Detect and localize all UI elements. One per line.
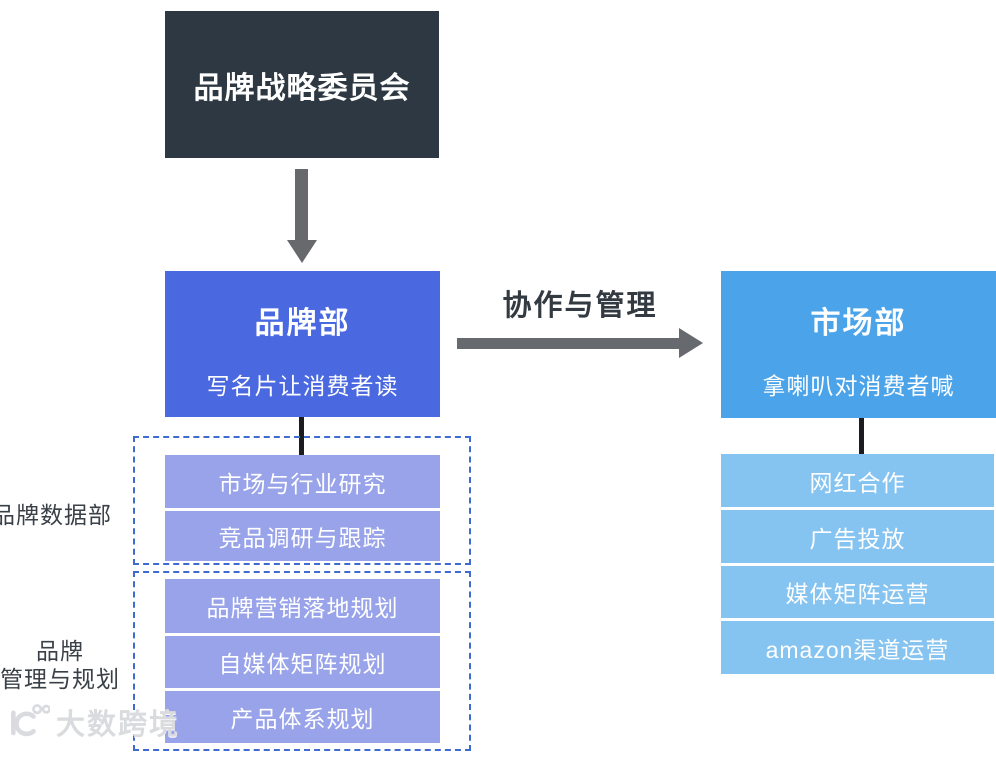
collab-arrow-label: 协作与管理 bbox=[502, 290, 658, 322]
brand-item-label: 市场与行业研究 bbox=[218, 470, 387, 497]
brand-item: 产品体系规划 bbox=[165, 691, 440, 743]
brand-mgmt-label-line2: 管理与规划 bbox=[0, 666, 120, 692]
brand-mgmt-group-outline bbox=[133, 571, 471, 751]
market-item: 广告投放 bbox=[721, 510, 994, 563]
brand-item-label: 产品体系规划 bbox=[230, 706, 375, 732]
watermark: 大数跨境 bbox=[6, 700, 180, 744]
committee-node: 品牌战略委员会 bbox=[165, 11, 439, 158]
brand-item-label: 品牌营销落地规划 bbox=[206, 595, 399, 621]
brand-item: 自媒体矩阵规划 bbox=[165, 636, 440, 688]
brand-data-group-outline bbox=[133, 436, 471, 565]
right-arrow-icon bbox=[679, 328, 703, 358]
brand-item: 市场与行业研究 bbox=[165, 455, 440, 508]
watermark-text: 大数跨境 bbox=[56, 709, 181, 741]
market-dept-subtitle: 拿喇叭对消费者喊 bbox=[762, 373, 955, 399]
down-arrow-icon bbox=[287, 240, 317, 263]
market-item-label: 网红合作 bbox=[809, 469, 906, 496]
market-dept-title: 市场部 bbox=[810, 307, 907, 340]
brand-item: 竞品调研与跟踪 bbox=[165, 511, 440, 561]
dashukuajing-logo-icon bbox=[11, 704, 50, 737]
market-item: 媒体矩阵运营 bbox=[721, 566, 994, 618]
market-connector-line bbox=[859, 418, 864, 455]
brand-data-group-label: 品牌数据部 bbox=[0, 502, 112, 528]
market-dept-node: 市场部 拿喇叭对消费者喊 bbox=[721, 271, 996, 418]
market-item-label: amazon渠道运营 bbox=[765, 636, 950, 663]
brand-dept-subtitle: 写名片让消费者读 bbox=[206, 372, 399, 399]
brand-mgmt-label-line1: 品牌 bbox=[36, 638, 84, 664]
down-arrow-shaft bbox=[295, 169, 308, 240]
market-item: amazon渠道运营 bbox=[721, 621, 994, 674]
brand-dept-title: 品牌部 bbox=[254, 306, 351, 340]
brand-mgmt-group-label: 品牌 管理与规划 bbox=[0, 637, 124, 693]
market-item: 网红合作 bbox=[721, 454, 994, 507]
market-item-label: 媒体矩阵运营 bbox=[785, 581, 930, 607]
brand-item: 品牌营销落地规划 bbox=[165, 579, 440, 633]
brand-item-label: 竞品调研与跟踪 bbox=[218, 525, 387, 551]
brand-dept-node: 品牌部 写名片让消费者读 bbox=[165, 271, 440, 417]
market-item-label: 广告投放 bbox=[809, 525, 906, 552]
right-arrow-shaft bbox=[457, 338, 679, 349]
brand-item-label: 自媒体矩阵规划 bbox=[218, 651, 387, 677]
committee-label: 品牌战略委员会 bbox=[193, 71, 411, 105]
